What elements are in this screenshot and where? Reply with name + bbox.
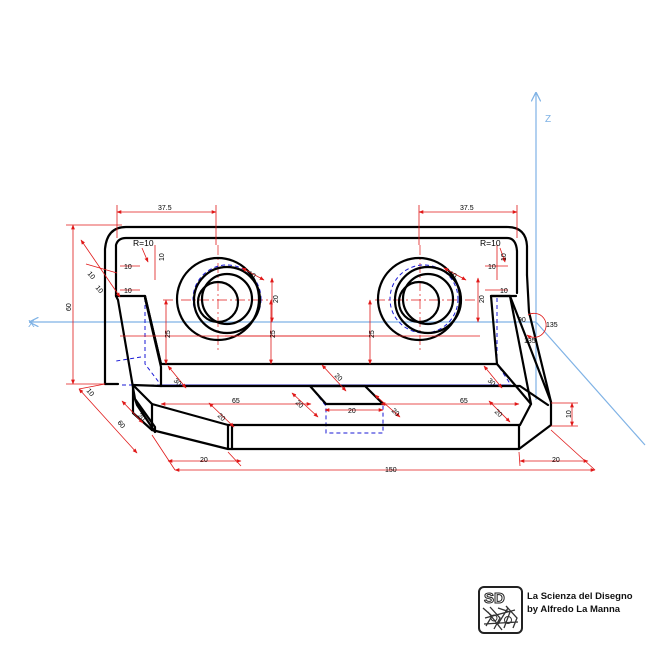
dim-10-h: 10 xyxy=(94,285,104,296)
dim-10-g: 10 xyxy=(86,271,96,282)
boss-right xyxy=(376,256,463,342)
y-axis-line xyxy=(535,321,646,446)
dim-20-slot-a: 20 xyxy=(333,372,344,383)
dim-20-slot-c: 20 xyxy=(348,408,356,415)
x-axis-label: X xyxy=(28,319,35,330)
dim-20-hole-right: 20 xyxy=(479,295,486,303)
dim-65-right: 65 xyxy=(460,398,468,405)
base-slot xyxy=(308,384,385,406)
dim-20-slot-b: 20 xyxy=(294,399,305,410)
dim-10-b: 10 xyxy=(124,288,132,295)
dim-top-left: 37.5 xyxy=(158,205,172,212)
dim-20-a: 20 xyxy=(216,412,227,423)
dim-20-hole-left: 20 xyxy=(273,295,280,303)
dim-10-d: 10 xyxy=(500,288,508,295)
credit-author: by Alfredo La Manna xyxy=(527,604,621,615)
dim-25-b: 25 xyxy=(270,330,277,338)
dim-20-bottom-right: 20 xyxy=(552,457,560,464)
boss-left xyxy=(175,256,262,342)
dim-depth: 60 xyxy=(116,420,126,431)
dim-65-left: 65 xyxy=(232,398,240,405)
dim-25-a: 25 xyxy=(165,330,172,338)
base-block xyxy=(150,384,550,451)
dim-10-e: 10 xyxy=(159,253,166,261)
radius-label-left: R=10 xyxy=(133,238,154,248)
dimension-lines xyxy=(66,205,596,472)
dim-10-i: 10 xyxy=(85,388,95,399)
dim-angle-alt: 135 xyxy=(524,338,536,345)
dim-10-c: 10 xyxy=(488,264,496,271)
dimension-labels: 37.5 37.5 60 150 20 20 10 65 65 25 25 25… xyxy=(66,205,573,474)
z-axis-label: Z xyxy=(545,114,551,125)
dim-20-bottom-left: 20 xyxy=(200,457,208,464)
dim-angle-large: 135 xyxy=(546,322,558,329)
dim-top-right: 37.5 xyxy=(460,205,474,212)
dim-10-hole-left: 10 xyxy=(246,270,256,280)
logo: SD xyxy=(478,586,523,634)
radius-label-right: R=10 xyxy=(480,238,501,248)
dim-20-slot-d: 20 xyxy=(390,407,401,418)
right-wedge xyxy=(230,294,553,451)
dim-base-height: 10 xyxy=(566,410,573,418)
author-credit: SD La Scienza del Disegno by Alfredo La … xyxy=(478,586,643,638)
dim-20-b: 20 xyxy=(493,408,504,419)
dim-height: 60 xyxy=(66,303,73,311)
dim-30-left: 30 xyxy=(172,377,183,388)
logo-mark-icon: SD xyxy=(482,590,519,631)
dim-25-c: 25 xyxy=(369,330,376,338)
dim-20-c: 20 xyxy=(136,412,147,423)
dim-10-a: 10 xyxy=(124,264,132,271)
dim-30-right: 30 xyxy=(486,377,497,388)
credit-title: La Scienza del Disegno xyxy=(527,591,633,602)
coordinate-axes: Z X xyxy=(28,93,646,446)
dim-width-total: 150 xyxy=(385,467,397,474)
dim-10-hole-right: 10 xyxy=(447,270,457,280)
dim-10-f: 10 xyxy=(501,253,508,261)
back-plate-outline xyxy=(103,225,529,386)
hidden-bore-right xyxy=(389,264,459,334)
dim-angle-small: 90 xyxy=(518,317,526,324)
hidden-lines xyxy=(115,264,512,434)
logo-letters: SD xyxy=(484,590,505,607)
